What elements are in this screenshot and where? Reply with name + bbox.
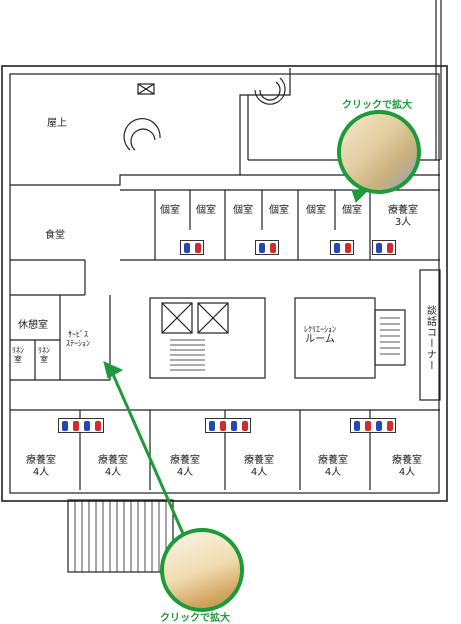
private-room-label: 個室 (233, 205, 253, 216)
service-station-label: ｻｰﾋﾞｽ ｽﾃｰｼｮﾝ (66, 330, 90, 349)
rooftop-label: 屋上 (47, 118, 67, 129)
ward-room-capacity: 3人 (394, 216, 412, 228)
private-room-photo[interactable] (337, 110, 421, 194)
service-station-photo[interactable] (160, 528, 244, 612)
bottom-click-to-enlarge-link[interactable]: クリックで拡大 (160, 613, 230, 624)
private-room-label: 個室 (160, 205, 180, 216)
talk-corner-label: 談話コーナー (424, 305, 436, 371)
private-room-label: 個室 (306, 205, 326, 216)
restroom-icon (330, 240, 354, 255)
restroom-icon (255, 240, 279, 255)
restroom-icon (372, 240, 396, 255)
linen-room-label: ﾘﾈﾝ 室 (38, 346, 50, 365)
dining-label: 食堂 (45, 230, 65, 241)
lounge-label: 休憩室 (18, 320, 48, 331)
restroom-icon (350, 418, 396, 433)
restroom-icon (58, 418, 104, 433)
top-click-to-enlarge-link[interactable]: クリックで拡大 (342, 100, 412, 111)
restroom-icon (205, 418, 251, 433)
private-room-label: 個室 (196, 205, 216, 216)
recreation-room-label: ﾚｸﾘｴｰｼｮﾝ ルーム (304, 325, 336, 346)
linen-room-label: ﾘﾈﾝ 室 (12, 346, 24, 365)
private-room-label: 個室 (342, 205, 362, 216)
ward-room-title: 療養室 (388, 205, 418, 216)
ward-room-3-label: 療養室 3人 (388, 205, 418, 228)
restroom-icon (180, 240, 204, 255)
private-room-label: 個室 (269, 205, 289, 216)
